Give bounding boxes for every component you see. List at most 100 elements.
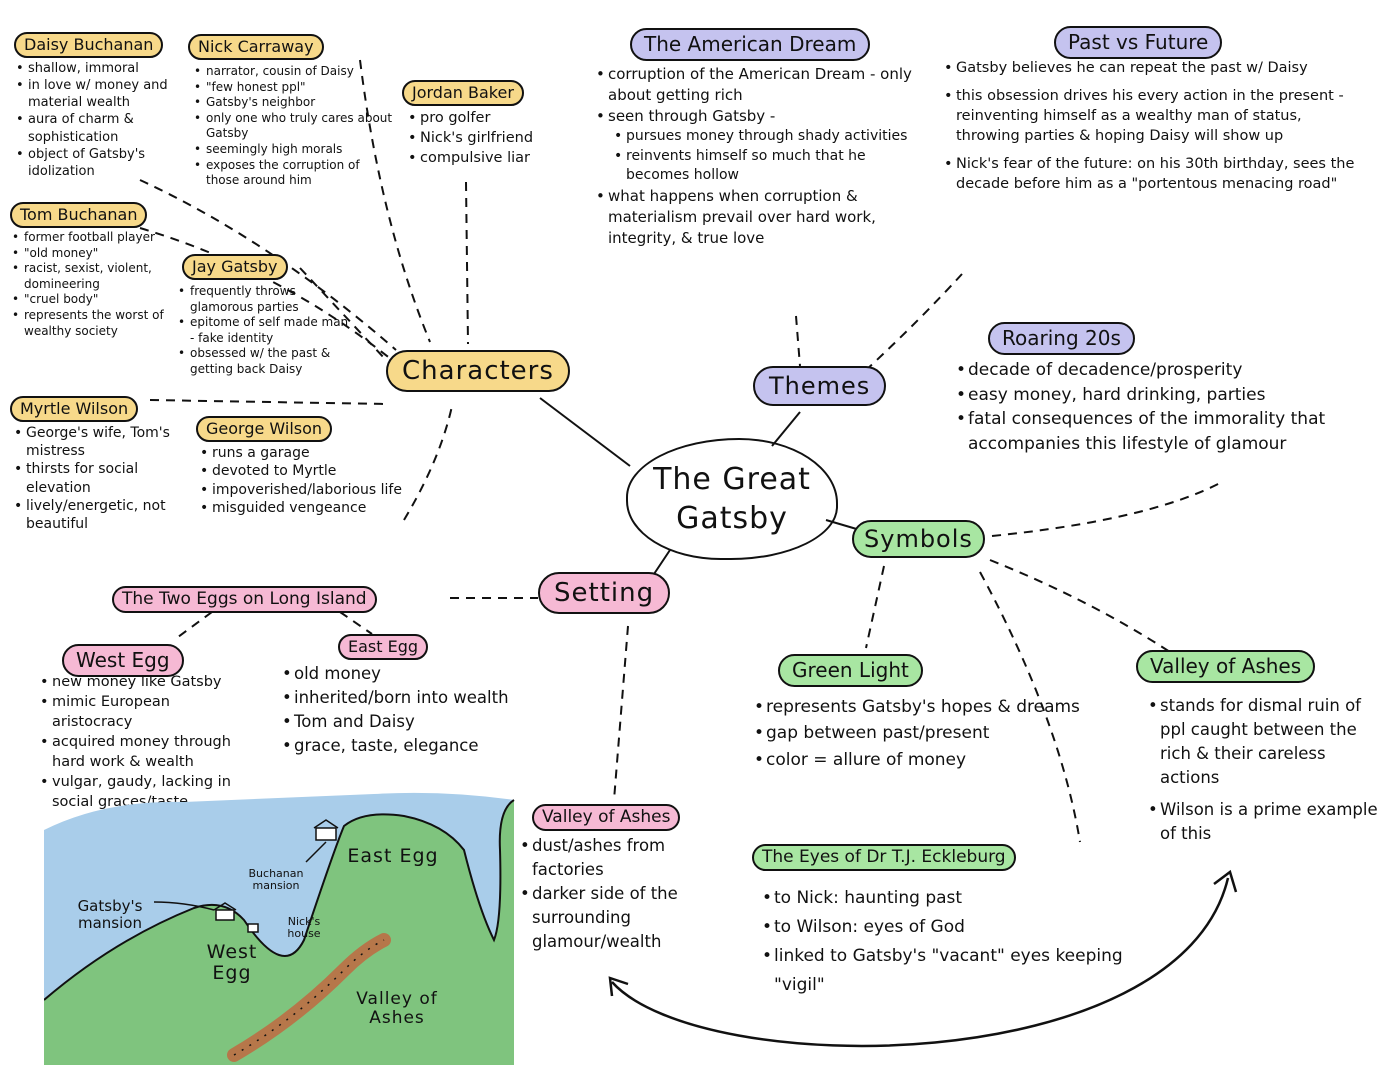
note-item: pursues money through shady activities <box>614 127 914 147</box>
link-center-themes <box>771 411 801 447</box>
symbol-valley-notes: stands for dismal ruin of ppl caught bet… <box>1148 694 1384 846</box>
central-topic: The Great Gatsby <box>626 438 838 560</box>
character-jordan-title: Jordan Baker <box>402 80 524 106</box>
theme-american-dream-title: The American Dream <box>630 28 871 61</box>
note-item: frequently throws glamorous parties <box>178 284 350 315</box>
hub-symbols: Symbols <box>852 520 985 558</box>
note-item: George's wife, Tom's mistress <box>14 424 184 460</box>
note-item: epitome of self made man - fake identity <box>178 315 350 346</box>
note-item: Tom and Daisy <box>282 710 572 734</box>
character-daisy-notes: shallow, immoral in love w/ money and ma… <box>16 60 182 180</box>
theme-roaring-title: Roaring 20s <box>988 322 1135 355</box>
note-item: exposes the corruption of those around h… <box>194 158 394 189</box>
note-item: corruption of the American Dream - only … <box>596 64 914 106</box>
note-item: Wilson is a prime example of this <box>1148 798 1384 846</box>
character-myrtle-notes: George's wife, Tom's mistress thirsts fo… <box>14 424 184 533</box>
setting-two-eggs-title: The Two Eggs on Long Island <box>112 586 377 614</box>
map-pointer-gatsby <box>153 901 215 911</box>
symbol-eckleburg-title: The Eyes of Dr T.J. Eckleburg <box>752 844 1016 872</box>
setting-east-egg-title: East Egg <box>338 634 429 660</box>
note-item: dust/ashes from factories <box>520 834 730 882</box>
link-symbols-valley <box>989 559 1171 653</box>
note-item: mimic European aristocracy <box>40 692 250 732</box>
note-item: seemingly high morals <box>194 142 394 158</box>
character-george-title: George Wilson <box>196 416 333 442</box>
link-characters-tom <box>139 227 393 361</box>
house-nick-icon <box>247 923 259 933</box>
note-item: what happens when corruption & materiali… <box>596 186 914 249</box>
symbol-green-light-title: Green Light <box>778 654 923 687</box>
note-item: grace, taste, elegance <box>282 734 572 758</box>
note-item: darker side of the surrounding glamour/w… <box>520 882 730 954</box>
character-jordan-notes: pro golfer Nick's girlfriend compulsive … <box>408 108 578 168</box>
character-jay-title: Jay Gatsby <box>182 254 288 280</box>
character-george-notes: runs a garage devoted to Myrtle impoveri… <box>200 444 410 518</box>
link-symbols-eckleburg <box>979 571 1081 843</box>
map-label-east-egg: East Egg <box>347 845 439 867</box>
link-symbols-roaring <box>991 481 1223 537</box>
symbol-valley-title: Valley of Ashes <box>1136 650 1316 683</box>
note-item: narrator, cousin of Daisy <box>194 64 394 80</box>
house-buchanan-icon <box>313 819 339 841</box>
note-item: to Nick: haunting past <box>762 884 1142 913</box>
character-tom-title: Tom Buchanan <box>10 202 148 228</box>
map-label-west-egg: West Egg <box>206 941 258 984</box>
long-island-map <box>44 792 515 1065</box>
setting-east-egg-notes: old money inherited/born into wealth Tom… <box>282 662 572 758</box>
note-item: shallow, immoral <box>16 60 182 77</box>
note-item: in love w/ money and material wealth <box>16 77 182 111</box>
map-label-valley: Valley of Ashes <box>356 989 438 1028</box>
note-item: aura of charm & sophistication <box>16 111 182 145</box>
character-nick-title: Nick Carraway <box>188 34 324 60</box>
note-item: easy money, hard drinking, parties <box>956 383 1380 408</box>
note-item: to Wilson: eyes of God <box>762 913 1142 942</box>
note-item: color = allure of money <box>754 747 1094 774</box>
note-item: compulsive liar <box>408 148 578 168</box>
note-item: impoverished/laborious life <box>200 481 410 500</box>
note-item: object of Gatsby's idolization <box>16 146 182 180</box>
character-jay-notes: frequently throws glamorous parties epit… <box>178 284 350 378</box>
note-item: Nick's fear of the future: on his 30th b… <box>944 154 1364 194</box>
hub-themes: Themes <box>753 366 887 406</box>
note-item: obsessed w/ the past & getting back Dais… <box>178 346 350 377</box>
link-characters-jordan <box>465 181 469 345</box>
theme-roaring-notes: decade of decadence/prosperity easy mone… <box>956 358 1380 457</box>
note-item: Nick's girlfriend <box>408 128 578 148</box>
note-item: new money like Gatsby <box>40 672 250 692</box>
hub-characters: Characters <box>386 350 570 392</box>
note-item: racist, sexist, violent, domineering <box>12 261 172 292</box>
character-daisy-title: Daisy Buchanan <box>14 32 164 58</box>
note-item: stands for dismal ruin of ppl caught bet… <box>1148 694 1384 790</box>
note-item: "few honest ppl" <box>194 80 394 96</box>
character-nick-notes: narrator, cousin of Daisy "few honest pp… <box>194 64 394 189</box>
cycle-arrowhead-left <box>608 976 629 997</box>
note-item: lively/energetic, not beautiful <box>14 497 184 533</box>
map-label-buchanan-mansion: Buchanan mansion <box>248 867 304 893</box>
note-item: old money <box>282 662 572 686</box>
map-pointer-buchanan <box>305 841 327 863</box>
center-title-line2: Gatsby <box>676 501 788 536</box>
theme-past-future-notes: Gatsby believes he can repeat the past w… <box>944 58 1364 194</box>
link-center-characters <box>539 397 631 467</box>
link-characters-myrtle <box>149 399 387 405</box>
center-title-line1: The Great <box>653 462 811 497</box>
map-label-nicks-house: Nick's house <box>287 915 321 941</box>
note-item: misguided vengeance <box>200 499 410 518</box>
note-item: inherited/born into wealth <box>282 686 572 710</box>
link-characters-daisy <box>139 179 397 351</box>
note-item: linked to Gatsby's "vacant" eyes keeping… <box>762 942 1142 1000</box>
cycle-arrowhead-right <box>1213 869 1238 893</box>
note-item: gap between past/present <box>754 720 1094 747</box>
cycle-arrow <box>611 877 1230 1048</box>
note-item: Gatsby believes he can repeat the past w… <box>944 58 1364 78</box>
link-two-eggs-west <box>173 611 213 641</box>
link-characters-george <box>403 405 453 521</box>
map-label-gatsby-mansion: Gatsby's mansion <box>77 897 143 932</box>
character-myrtle-title: Myrtle Wilson <box>10 396 139 422</box>
note-item: only one who truly cares about Gatsby <box>194 111 394 142</box>
house-gatsby-icon <box>213 902 237 921</box>
note-item: Gatsby's neighbor <box>194 95 394 111</box>
note-item: fatal consequences of the immorality tha… <box>956 407 1380 456</box>
link-symbols-green-light <box>865 565 885 649</box>
